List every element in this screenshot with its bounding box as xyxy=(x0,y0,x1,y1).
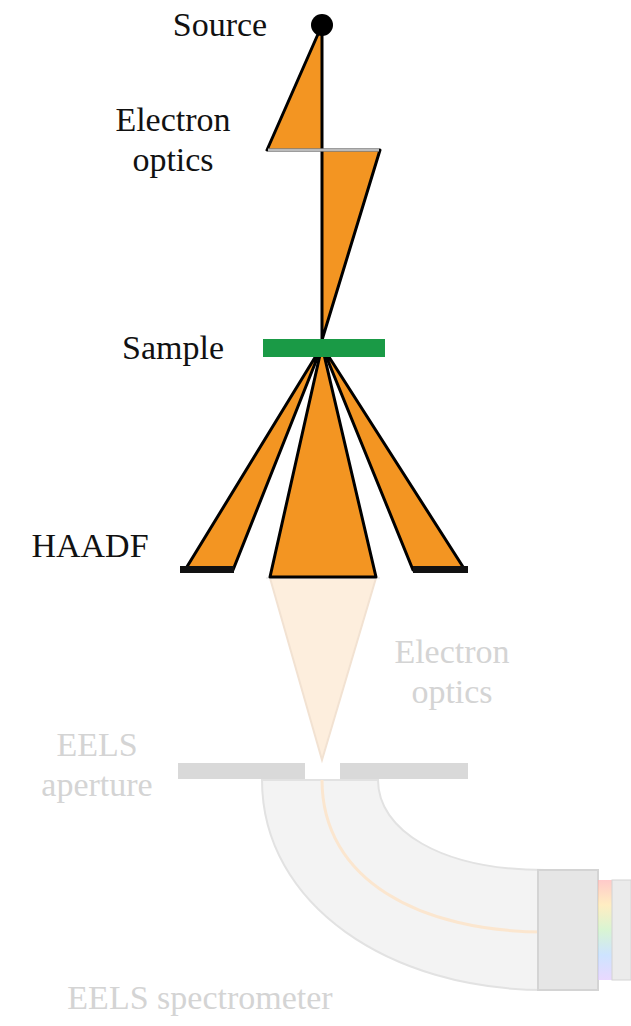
faded-component-label: EELS aperture xyxy=(22,725,172,805)
component-label: Sample xyxy=(98,328,248,368)
detector-housing xyxy=(538,870,598,990)
haadf-detector xyxy=(413,566,468,573)
bright-field-beam xyxy=(270,346,376,577)
spectrometer-band xyxy=(262,780,545,990)
component-label: Source xyxy=(150,5,290,45)
sample-bar xyxy=(263,339,385,357)
faded-component-label: Electron optics xyxy=(372,632,532,712)
component-label: Electron optics xyxy=(88,100,258,180)
faded-beam xyxy=(270,578,376,760)
faded-component-label: EELS spectrometer xyxy=(20,978,380,1018)
component-label: HAADF xyxy=(5,526,175,566)
condenser-beam xyxy=(267,25,380,340)
spectrum-detector xyxy=(598,880,612,980)
faded-eels-part xyxy=(178,578,631,990)
aperture-plate xyxy=(178,763,305,779)
haadf-detector xyxy=(180,566,234,573)
lens-plane xyxy=(268,149,379,152)
aperture-plate xyxy=(340,763,468,779)
source-dot xyxy=(311,14,333,36)
